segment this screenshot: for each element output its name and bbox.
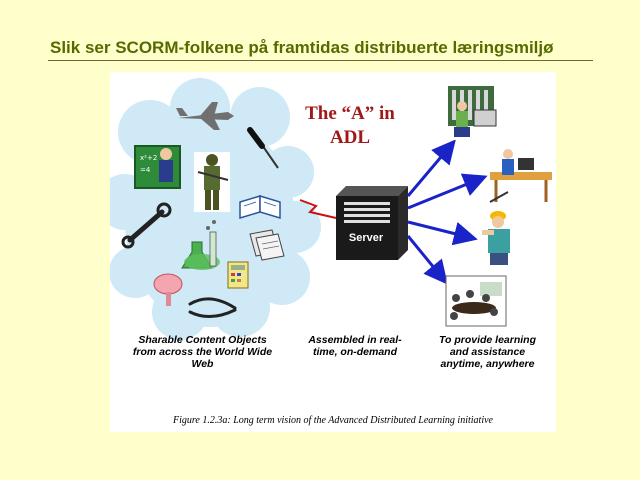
construction-worker-icon xyxy=(482,211,510,265)
screwdriver-icon xyxy=(247,127,279,169)
caption-sharable-content: Sharable Content Objects from across the… xyxy=(132,334,273,370)
adl-heading-line1: The “A” in xyxy=(305,103,395,124)
arrow-to-control-room xyxy=(406,139,456,197)
svg-text:=4: =4 xyxy=(140,166,151,174)
figure-drawing: x²+2 =4 xyxy=(110,78,552,340)
caption-provide-learning: To provide learning and assistance anyti… xyxy=(438,334,537,370)
brain-icon xyxy=(153,273,183,306)
wrench-icon xyxy=(121,202,172,249)
arrow-to-worker xyxy=(407,220,478,246)
adl-heading-line2: ADL xyxy=(329,127,371,148)
adl-heading: The “A” in ADL xyxy=(295,102,405,150)
server-label: Server xyxy=(348,232,384,244)
slide-title: Slik ser SCORM-folkene på framtidas dist… xyxy=(50,38,554,57)
arrow-to-meeting xyxy=(406,235,448,285)
meeting-room-icon xyxy=(445,275,507,327)
teacher-icon: x²+2 =4 xyxy=(134,145,181,189)
arrow-to-student xyxy=(407,173,488,210)
lab-flask-icon xyxy=(181,220,220,270)
soldier-icon xyxy=(194,152,230,212)
lightning-bolt xyxy=(299,199,337,219)
fighter-jet-icon xyxy=(176,102,234,130)
control-room-worker-icon xyxy=(446,84,497,140)
documents-icon xyxy=(249,229,285,261)
student-at-computer-icon xyxy=(489,149,552,203)
distribution-arrows xyxy=(406,139,488,285)
server-icon xyxy=(336,186,408,260)
title-divider xyxy=(48,60,593,61)
svg-text:x²+2: x²+2 xyxy=(140,154,157,162)
pliers-icon xyxy=(188,297,237,318)
calculator-icon xyxy=(227,261,249,289)
figure-caption: Figure 1.2.3a: Long term vision of the A… xyxy=(173,415,493,426)
caption-assembled: Assembled in real-time, on-demand xyxy=(308,334,402,358)
book-icon xyxy=(239,194,281,220)
adl-vision-figure: x²+2 =4 xyxy=(110,72,556,432)
